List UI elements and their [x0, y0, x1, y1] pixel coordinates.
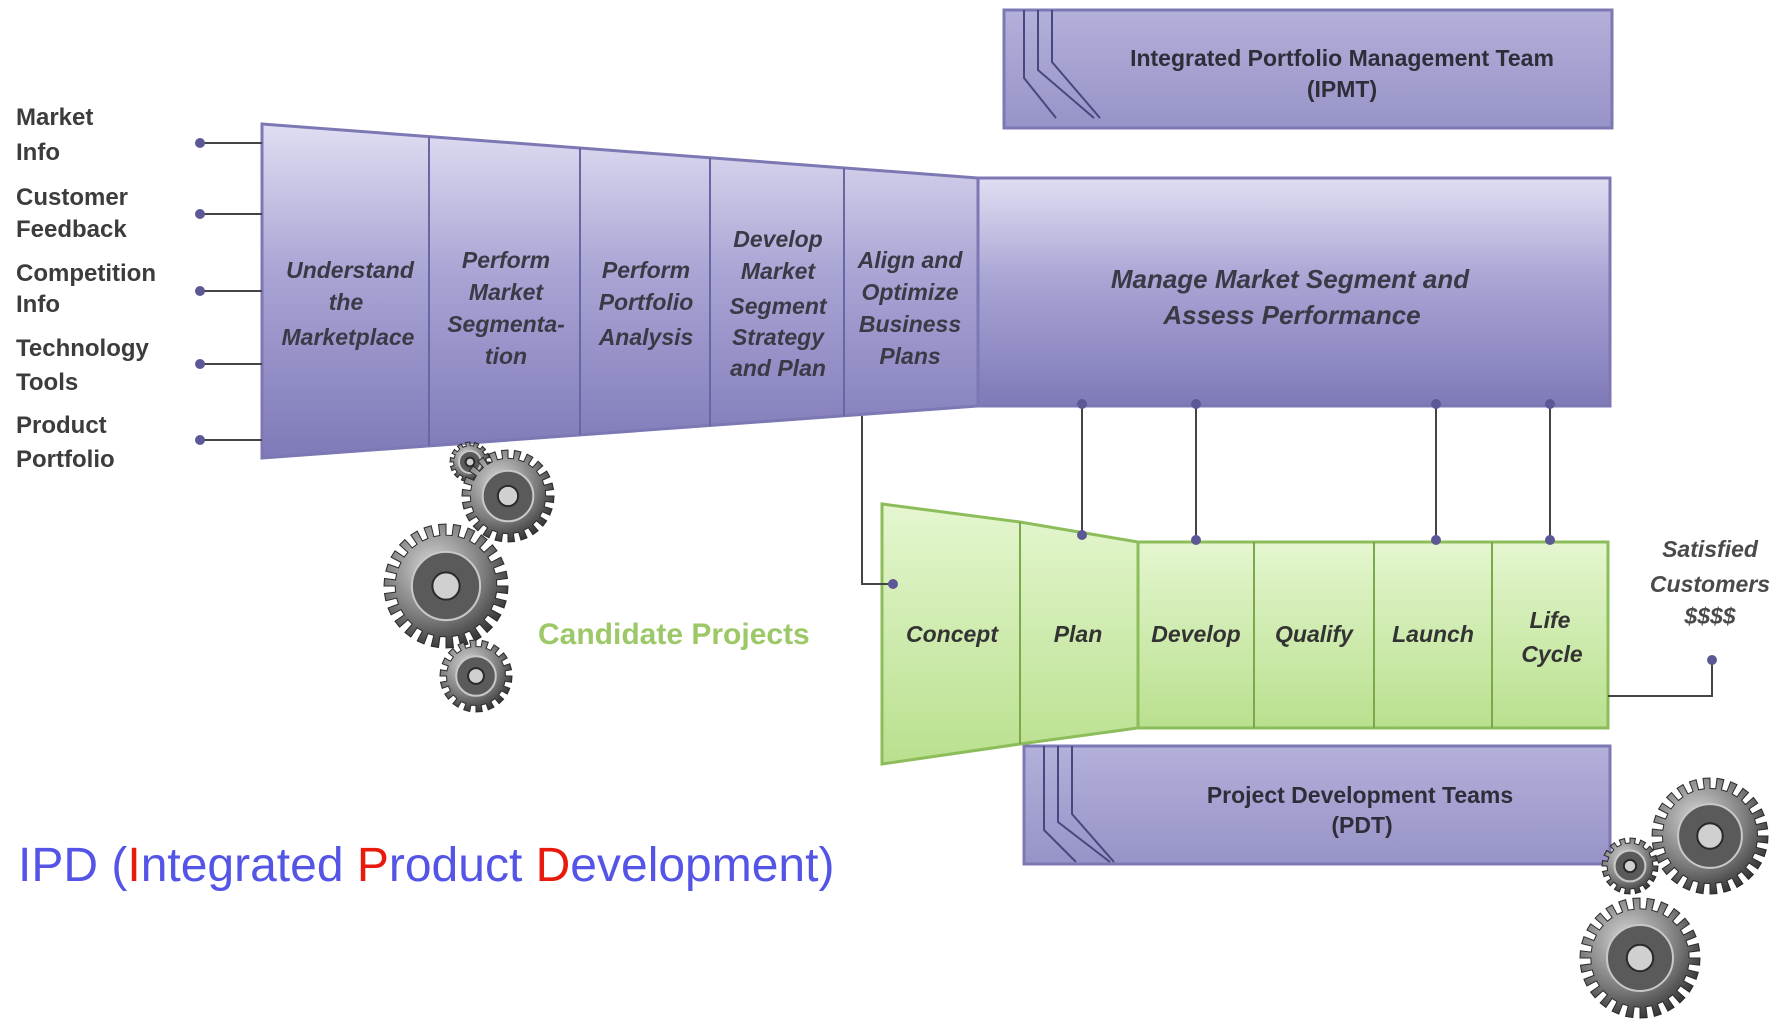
candidate-projects-label: Candidate Projects	[538, 618, 810, 651]
svg-text:Market: Market	[16, 104, 93, 131]
phase-life-cycle: Life Cycle	[1521, 607, 1583, 667]
title-word-integrated: ntegrated	[140, 839, 357, 892]
title-word-development: evelopment	[570, 839, 819, 892]
gear-icon	[1651, 777, 1769, 895]
connector-pin-icon	[888, 579, 898, 589]
connector-pin-icon	[1431, 399, 1441, 409]
input-product-portfolio: Product Portfolio	[16, 412, 262, 473]
svg-text:Understand: Understand	[286, 257, 415, 283]
title-abbr: IPD	[18, 839, 99, 892]
title-open: (	[98, 839, 128, 892]
phase-launch: Launch	[1392, 621, 1474, 647]
svg-text:and Plan: and Plan	[730, 355, 826, 381]
svg-text:Cycle: Cycle	[1521, 641, 1583, 667]
connector-pin-icon	[195, 138, 205, 148]
svg-text:Optimize: Optimize	[861, 279, 958, 305]
svg-text:the: the	[329, 289, 364, 315]
stage-manage-market-segment: Manage Market Segment and Assess Perform…	[1111, 264, 1470, 330]
svg-text:Customer: Customer	[16, 184, 128, 211]
stage-perform-portfolio-analysis: Perform Portfolio Analysis	[598, 257, 694, 350]
ipd-title: IPD (Integrated Product Development)	[18, 838, 834, 893]
svg-text:Market: Market	[741, 258, 816, 284]
title-letter-p: P	[356, 839, 389, 892]
svg-text:Satisfied: Satisfied	[1662, 536, 1759, 562]
product-development-funnel	[880, 502, 1610, 766]
ipmt-box: Integrated Portfolio Management Team (IP…	[1002, 8, 1614, 130]
svg-text:Business: Business	[859, 311, 961, 337]
svg-text:Manage Market Segment and: Manage Market Segment and	[1111, 264, 1470, 294]
svg-text:Perform: Perform	[602, 257, 690, 283]
pdt-label-line2: (PDT)	[1331, 812, 1392, 838]
connector-pin-icon	[1191, 535, 1201, 545]
connector-pin-icon	[195, 286, 205, 296]
gear-icon	[1579, 897, 1701, 1019]
svg-text:Technology: Technology	[16, 335, 150, 362]
ipmt-label-line1: Integrated Portfolio Management Team	[1130, 45, 1554, 71]
svg-text:Info: Info	[16, 291, 60, 318]
market-management-funnel	[260, 122, 1612, 460]
svg-text:tion: tion	[485, 343, 527, 369]
svg-text:Segment: Segment	[729, 293, 827, 319]
phase-concept: Concept	[906, 621, 999, 647]
gear-icon	[1601, 837, 1659, 895]
input-market-info: Market Info	[16, 104, 262, 166]
pdt-label-line1: Project Development Teams	[1207, 782, 1513, 808]
phase-plan: Plan	[1054, 621, 1103, 647]
stage-perform-market-segmentation: Perform Market Segmenta- tion	[447, 247, 565, 369]
svg-text:Feedback: Feedback	[16, 216, 127, 243]
gear-icon	[461, 449, 555, 543]
svg-text:Align and: Align and	[857, 247, 964, 273]
connector-pin-icon	[1545, 535, 1555, 545]
connector-pin-icon	[1077, 530, 1087, 540]
svg-text:Segmenta-: Segmenta-	[447, 311, 565, 337]
svg-text:Portfolio: Portfolio	[16, 446, 115, 473]
stage-understand-marketplace: Understand the Marketplace	[282, 257, 415, 350]
connector-pin-icon	[195, 359, 205, 369]
title-close: )	[818, 839, 835, 892]
svg-text:Info: Info	[16, 139, 60, 166]
connector-pin-icon	[1191, 399, 1201, 409]
connector-pin-icon	[1707, 655, 1717, 665]
connector-pin-icon	[195, 435, 205, 445]
pdt-box: Project Development Teams (PDT)	[1022, 744, 1612, 866]
connectors-market-to-phases	[861, 399, 1717, 697]
connector-pin-icon	[1545, 399, 1555, 409]
title-word-product: roduct	[388, 839, 536, 892]
ipmt-label-line2: (IPMT)	[1307, 76, 1377, 102]
svg-text:$$$$: $$$$	[1683, 603, 1735, 629]
connector-pin-icon	[1077, 399, 1087, 409]
gear-cluster-icon	[383, 441, 555, 713]
svg-text:Product: Product	[16, 412, 107, 439]
phase-develop: Develop	[1151, 621, 1240, 647]
input-customer-feedback: Customer Feedback	[16, 184, 262, 243]
connector-pin-icon	[1431, 535, 1441, 545]
svg-text:Assess Performance: Assess Performance	[1162, 300, 1420, 330]
svg-text:Analysis: Analysis	[598, 324, 694, 350]
title-letter-d: D	[535, 839, 571, 892]
svg-text:Perform: Perform	[462, 247, 550, 273]
svg-text:Competition: Competition	[16, 260, 156, 287]
gear-icon	[383, 523, 509, 649]
svg-text:Plans: Plans	[879, 343, 940, 369]
connector-pin-icon	[195, 209, 205, 219]
svg-text:Portfolio: Portfolio	[599, 289, 694, 315]
gear-cluster-icon	[1579, 777, 1769, 1019]
svg-text:Customers: Customers	[1650, 571, 1770, 597]
svg-text:Strategy: Strategy	[732, 324, 825, 350]
svg-text:Marketplace: Marketplace	[282, 324, 415, 350]
title-letter-i: I	[127, 839, 141, 892]
svg-text:Market: Market	[469, 279, 544, 305]
svg-text:Tools: Tools	[16, 369, 78, 396]
svg-text:Develop: Develop	[733, 226, 822, 252]
gear-icon	[439, 639, 513, 713]
input-technology-tools: Technology Tools	[16, 335, 262, 396]
svg-text:Life: Life	[1530, 607, 1571, 633]
stage-align-optimize-business-plans: Align and Optimize Business Plans	[857, 247, 964, 369]
phase-qualify: Qualify	[1275, 621, 1354, 647]
input-competition-info: Competition Info	[16, 260, 262, 318]
satisfied-customers-label: Satisfied Customers $$$$	[1650, 536, 1770, 629]
stage-develop-market-segment-strategy: Develop Market Segment Strategy and Plan	[729, 226, 827, 381]
